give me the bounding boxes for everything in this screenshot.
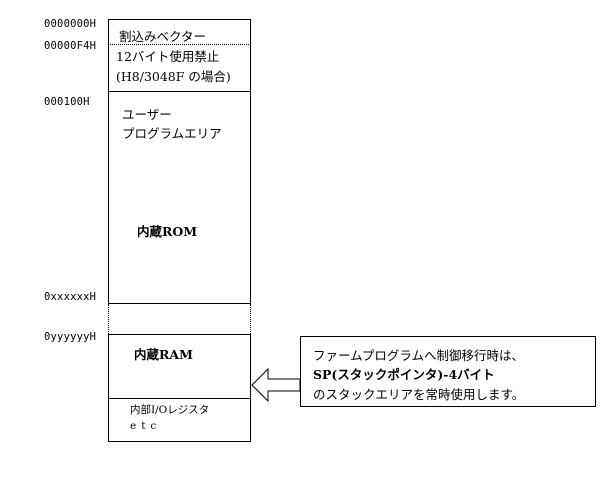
note-line-2: SP(スタックポインタ)-4バイト <box>313 367 495 382</box>
gap-left-dotted <box>108 304 109 334</box>
address-000100H: 000100H <box>44 96 90 108</box>
ram-memory-block <box>108 334 251 442</box>
internal-io-register-label: 内部I/Oレジスタ <box>130 404 210 416</box>
stack-usage-note-box: ファームプログラムへ制御移行時は、 SP(スタックポインタ)-4バイト のスタッ… <box>300 336 596 407</box>
internal-rom-label: 内蔵ROM <box>137 224 198 239</box>
reserved-note-label: (H8/3048F の場合) <box>116 69 231 84</box>
address-00000F4H: 00000F4H <box>44 40 97 52</box>
address-0000000H: 0000000H <box>44 18 97 30</box>
rom-memory-block <box>108 19 251 304</box>
note-line-3: のスタックエリアを常時使用します。 <box>313 387 525 402</box>
address-0yyyyyyH: 0yyyyyyH <box>44 331 97 343</box>
address-0xxxxxxH: 0xxxxxxH <box>44 291 97 303</box>
user-area-separator <box>108 91 251 92</box>
gap-right-dotted <box>250 304 251 334</box>
program-area-label: プログラムエリア <box>122 126 222 141</box>
vector-separator-dotted <box>108 44 251 45</box>
interrupt-vector-label: 割込みベクター <box>119 29 207 44</box>
etc-label: etc <box>130 420 162 432</box>
io-separator <box>108 398 251 399</box>
user-label: ユーザー <box>122 107 172 122</box>
note-line-1: ファームプログラムへ制御移行時は、 <box>313 348 525 363</box>
reserved-bytes-label: 12バイト使用禁止 <box>116 49 220 64</box>
arrow-left-icon <box>251 368 301 402</box>
internal-ram-label: 内蔵RAM <box>134 347 193 362</box>
